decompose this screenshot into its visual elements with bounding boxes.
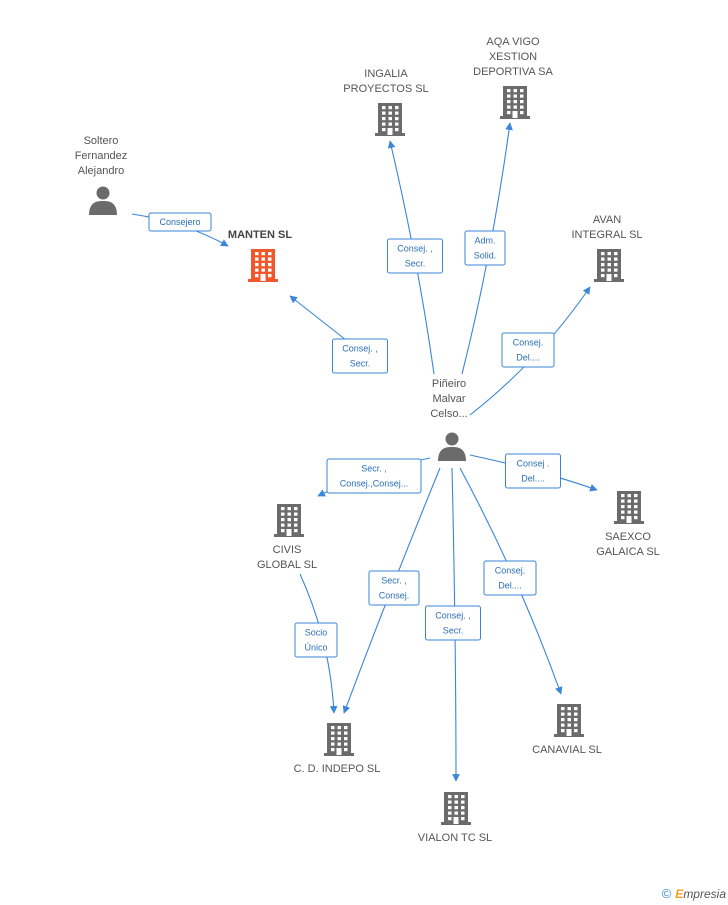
edge-label[interactable]: Consej. , Secr.: [387, 238, 443, 274]
node-label[interactable]: DEPORTIVA SA: [473, 66, 553, 78]
building-icon[interactable]: [554, 704, 584, 737]
edge-label-text: Adm.: [474, 236, 495, 246]
empresia-footer: © Empresia: [662, 886, 726, 901]
edge-label[interactable]: Secr. , Consej.: [368, 570, 420, 606]
edge-label[interactable]: Consej. , Secr.: [425, 605, 481, 641]
node-label[interactable]: INTEGRAL SL: [571, 229, 642, 241]
edge-label-text: Consej. ,: [397, 244, 433, 254]
building-icon[interactable]: [375, 103, 405, 136]
node-label[interactable]: CANAVIAL SL: [532, 744, 602, 756]
node-aqa[interactable]: AQA VIGO XESTION DEPORTIVA SA: [473, 36, 553, 119]
node-pineiro[interactable]: PiñeiroMalvarCelso...: [430, 378, 468, 462]
node-label[interactable]: Malvar: [432, 393, 465, 405]
building-icon[interactable]: [594, 249, 624, 282]
empresia-logo[interactable]: Empresia: [675, 886, 726, 901]
building-icon[interactable]: [324, 723, 354, 756]
edge-label[interactable]: Consejero: [148, 212, 212, 232]
node-label[interactable]: PROYECTOS SL: [343, 83, 428, 95]
building-icon[interactable]: [274, 504, 304, 537]
edge-line: [289, 295, 347, 341]
edge-label-text: Del....: [521, 474, 545, 484]
edge-label-box: [425, 605, 481, 641]
edge-label-text: Secr. ,: [361, 464, 387, 474]
edge-label-text: Consej.: [495, 566, 526, 576]
node-civis[interactable]: CIVIS GLOBAL SL: [257, 504, 317, 571]
edge-label[interactable]: Adm. Solid.: [464, 230, 506, 266]
edge-label-text: Consej.: [379, 591, 410, 601]
node-label[interactable]: XESTION: [489, 51, 537, 63]
node-avan[interactable]: AVAN INTEGRAL SL: [571, 214, 643, 282]
node-label[interactable]: AQA VIGO: [486, 36, 540, 48]
building-icon[interactable]: [248, 249, 278, 282]
node-label[interactable]: Fernandez: [75, 150, 128, 162]
edge-label-text: Único: [304, 643, 327, 653]
edge-label[interactable]: Secr. , Consej.,Consej...: [326, 458, 422, 494]
node-canavial[interactable]: CANAVIAL SL: [532, 704, 602, 756]
edge-label-text: Secr. ,: [381, 576, 407, 586]
node-indepo[interactable]: C. D. INDEPO SL: [294, 723, 381, 775]
person-icon[interactable]: [89, 186, 117, 216]
node-vialon[interactable]: VIALON TC SL: [418, 792, 492, 844]
edge-label-text: Consej. ,: [342, 344, 378, 354]
edge-label-text: Socio: [305, 628, 328, 638]
edge-pineiro-manten: [289, 295, 347, 341]
node-label[interactable]: MANTEN SL: [228, 229, 292, 241]
node-label[interactable]: INGALIA: [364, 68, 408, 80]
edge-label[interactable]: Consej. , Secr.: [332, 338, 388, 374]
edge-label[interactable]: Consej. Del....: [501, 332, 555, 368]
node-label[interactable]: VIALON TC SL: [418, 832, 492, 844]
node-manten[interactable]: MANTEN SL: [228, 229, 292, 282]
edge-label-text: Consej.: [513, 338, 544, 348]
edge-label-box: [148, 212, 212, 232]
node-label[interactable]: Piñeiro: [432, 378, 466, 390]
edge-label-text: Consej.,Consej...: [340, 479, 409, 489]
node-saexco[interactable]: SAEXCO GALAICA SL: [596, 491, 660, 558]
edge-label-box: [294, 622, 338, 658]
edge-label-text: Secr.: [443, 626, 464, 636]
edge-label-box: [501, 332, 555, 368]
node-label[interactable]: GLOBAL SL: [257, 559, 317, 571]
node-label[interactable]: C. D. INDEPO SL: [294, 763, 381, 775]
node-label[interactable]: SAEXCO: [605, 531, 651, 543]
edge-label-text: Consej .: [516, 459, 549, 469]
building-icon[interactable]: [500, 86, 530, 119]
node-label[interactable]: AVAN: [593, 214, 621, 226]
edge-label-box: [483, 560, 537, 596]
edge-label-box: [464, 230, 506, 266]
node-label[interactable]: Alejandro: [78, 165, 124, 177]
edge-label[interactable]: Consej. Del....: [483, 560, 537, 596]
edge-label-text: Solid.: [474, 251, 497, 261]
node-label[interactable]: Celso...: [430, 408, 467, 420]
edge-label-text: Consej. ,: [435, 611, 471, 621]
node-label[interactable]: Soltero: [84, 135, 119, 147]
edge-label-text: Secr.: [405, 259, 426, 269]
edge-label-text: Del....: [498, 581, 522, 591]
edge-label-box: [326, 458, 422, 494]
edge-label-box: [368, 570, 420, 606]
building-icon[interactable]: [441, 792, 471, 825]
edge-label-box: [387, 238, 443, 274]
node-label[interactable]: GALAICA SL: [596, 546, 660, 558]
person-icon[interactable]: [438, 432, 466, 462]
node-ingalia[interactable]: INGALIA PROYECTOS SL: [343, 68, 429, 136]
edge-label-text: Consejero: [159, 217, 200, 227]
edge-label-box: [505, 453, 561, 489]
edge-label-text: Del....: [516, 353, 540, 363]
node-label[interactable]: CIVIS: [273, 544, 302, 556]
building-icon[interactable]: [614, 491, 644, 524]
edge-label-box: [332, 338, 388, 374]
copyright-icon: ©: [661, 886, 672, 901]
edge-label-text: Secr.: [350, 359, 371, 369]
edge-label[interactable]: Consej . Del....: [505, 453, 561, 489]
